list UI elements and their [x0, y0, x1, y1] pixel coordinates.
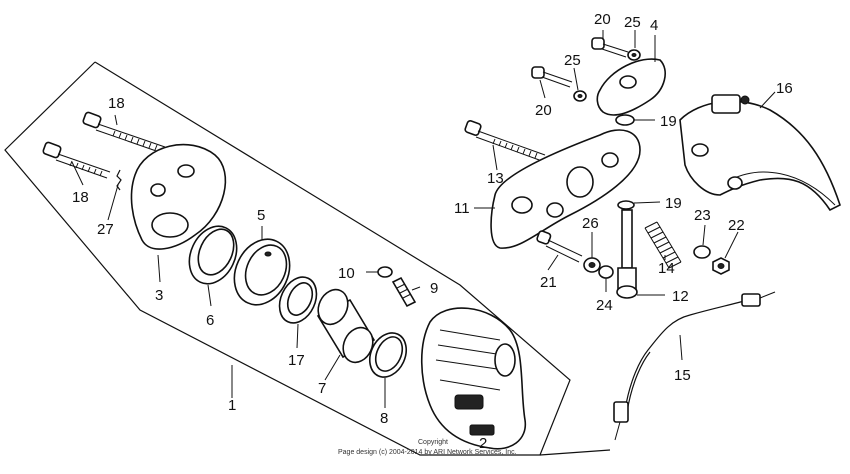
leader-lines [71, 30, 776, 408]
callout-23: 23 [694, 207, 711, 224]
bolt-20-lower[interactable] [531, 66, 573, 88]
washer-23[interactable] [693, 245, 711, 259]
callout-18-upper: 18 [108, 95, 125, 112]
callout-20-upper: 20 [594, 11, 611, 28]
piston-7[interactable] [313, 285, 379, 367]
callout-25-upper: 25 [624, 14, 641, 31]
bolt-20-upper[interactable] [591, 37, 629, 58]
callout-14: 14 [658, 260, 675, 277]
pivot-pin-12[interactable] [616, 209, 638, 299]
callout-16: 16 [776, 80, 793, 97]
spring-clip-27[interactable] [116, 169, 122, 191]
seal-17[interactable] [272, 271, 323, 329]
bolt-13[interactable] [464, 120, 546, 162]
callout-19-upper: 19 [660, 113, 677, 130]
bolt-21[interactable] [536, 230, 583, 263]
callout-6: 6 [206, 312, 214, 329]
callout-25-lower: 25 [564, 52, 581, 69]
caliper-plate-3[interactable] [130, 143, 227, 250]
callout-12: 12 [672, 288, 689, 305]
callout-2: 2 [479, 435, 487, 452]
callout-24: 24 [596, 297, 613, 314]
washer-24[interactable] [598, 265, 614, 279]
callout-1: 1 [228, 397, 236, 414]
callout-7: 7 [318, 380, 326, 397]
nut-22[interactable] [712, 257, 730, 275]
callout-27: 27 [97, 221, 114, 238]
callout-17: 17 [288, 352, 305, 369]
callout-8: 8 [380, 410, 388, 427]
bolt-18-lower[interactable] [42, 141, 111, 179]
seal-6[interactable] [180, 219, 245, 292]
bleeder-cap-10[interactable] [377, 266, 393, 278]
callout-19-lower: 19 [665, 195, 682, 212]
o-ring-19-lower[interactable] [617, 200, 635, 210]
caliper-assembly-outline [4, 61, 571, 456]
callout-11: 11 [454, 200, 470, 217]
washer-25-lower[interactable] [573, 90, 587, 102]
washer-25-upper[interactable] [627, 49, 641, 61]
bolt-18-upper[interactable] [82, 111, 166, 154]
caliper-bracket-11[interactable] [490, 129, 641, 249]
disc-guard-16[interactable] [679, 94, 841, 212]
callout-20-lower: 20 [535, 102, 552, 119]
callout-10: 10 [338, 265, 355, 282]
caliper-body-2[interactable] [420, 307, 526, 450]
brake-hose-15[interactable] [613, 291, 776, 441]
washer-26[interactable] [583, 257, 601, 273]
callout-18-lower: 18 [72, 189, 89, 206]
callout-9: 9 [430, 280, 438, 297]
boot-5[interactable] [224, 230, 300, 314]
seal-8[interactable] [363, 327, 413, 383]
bleeder-screw-9[interactable] [391, 276, 417, 308]
callout-13: 13 [487, 170, 504, 187]
spring-14[interactable] [644, 221, 682, 269]
callout-26: 26 [582, 215, 599, 232]
copyright-label: Copyright [418, 439, 448, 446]
callout-3: 3 [155, 287, 163, 304]
bracket-4[interactable] [596, 58, 666, 116]
callout-15: 15 [674, 367, 691, 384]
callout-5: 5 [257, 207, 265, 224]
o-ring-19-upper[interactable] [615, 114, 635, 126]
callout-4: 4 [650, 17, 658, 34]
copyright-notice: Page design (c) 2004-2014 by ARI Network… [338, 449, 517, 456]
callout-21: 21 [540, 274, 557, 291]
callout-22: 22 [728, 217, 745, 234]
